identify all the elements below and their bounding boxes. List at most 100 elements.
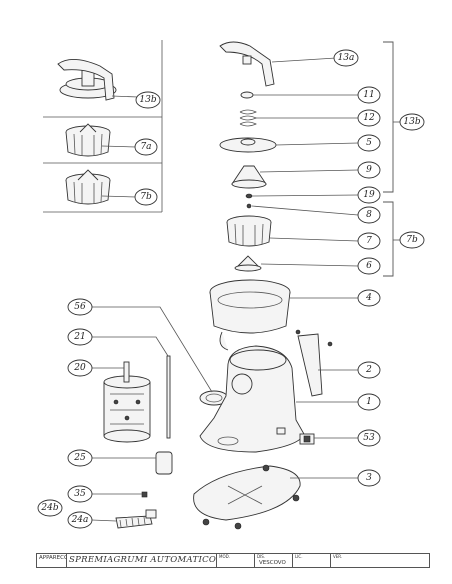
callout-bubble: [357, 429, 381, 447]
group-brace-13b: [383, 41, 402, 193]
callout-24b: 24b: [37, 499, 63, 517]
nut-11: [240, 91, 358, 99]
callout-label: 13a: [338, 53, 355, 63]
inset-reamer-cup-7a: [65, 123, 137, 157]
callout-bubble: [67, 298, 93, 316]
motor-20: [92, 361, 151, 443]
callout-bubble: [357, 289, 381, 307]
callout-label: 2: [365, 365, 372, 375]
spout-2: [295, 329, 358, 397]
label-dis: DIS.: [257, 554, 266, 559]
callout-bubble: [357, 257, 381, 275]
cone-9: [231, 165, 359, 189]
callout-12: 12: [357, 109, 381, 127]
callout-label: 11: [363, 90, 374, 100]
base-plate-3: [193, 464, 358, 530]
callout-13b-top: 13b: [135, 91, 161, 109]
callout-label: 7b: [140, 192, 152, 202]
callout-bubble: [67, 449, 93, 467]
label-mod: MOD.: [219, 554, 230, 559]
callout-label: 6: [366, 261, 372, 271]
callout-label: 5: [366, 138, 372, 148]
callout-25: 25: [67, 449, 93, 467]
callout-label: 7: [366, 236, 372, 246]
callout-bubble: [357, 232, 381, 250]
callout-7a: 7a: [134, 138, 158, 156]
callout-label: 1: [366, 397, 372, 407]
callout-label: 7a: [140, 142, 151, 152]
switch-53: [299, 433, 358, 445]
callout-6: 6: [357, 257, 381, 275]
callout-label: 20: [73, 363, 86, 373]
callout-label: 19: [363, 190, 375, 200]
reamer-cup-7: [226, 215, 359, 247]
spring-12: [239, 109, 358, 127]
callout-53: 53: [357, 429, 381, 447]
product-name: SPREMIAGRUMI AUTOMATICO SP 2072: [69, 554, 217, 567]
callout-56: 56: [67, 298, 93, 316]
callout-bubble: [399, 113, 425, 131]
callout-1: 1: [357, 393, 381, 411]
rod-21: [92, 336, 171, 439]
callout-2: 2: [357, 361, 381, 379]
inset-panel: [43, 40, 163, 213]
callout-bubble: [134, 188, 158, 206]
callout-label: 13b: [403, 117, 420, 127]
callout-13b-side: 13b: [399, 113, 425, 131]
callout-label: 56: [74, 302, 86, 312]
body-housing-1: [199, 345, 358, 453]
lic-cell: LIC.: [293, 554, 331, 567]
callout-label: 3: [366, 473, 372, 483]
group-brace-7b: [383, 201, 402, 277]
callout-label: 7b: [406, 235, 418, 245]
callout-bubble: [134, 138, 158, 156]
callout-35: 35: [67, 485, 93, 503]
callout-bubble: [357, 206, 381, 224]
callout-bubble: [357, 109, 381, 127]
callout-label: 12: [363, 113, 375, 123]
callout-label: 53: [363, 433, 375, 443]
inset-lever-assembly: [57, 59, 139, 101]
callout-4: 4: [357, 289, 381, 307]
callout-label: 8: [366, 210, 372, 220]
callout-bubble: [357, 393, 381, 411]
capacitor-25: [92, 451, 173, 475]
callout-label: 9: [366, 165, 372, 175]
cone-6: [234, 255, 359, 272]
callout-9: 9: [357, 161, 381, 179]
label-lic: LIC.: [295, 554, 303, 559]
callout-bubble: [357, 134, 381, 152]
callout-label: 25: [73, 453, 86, 463]
callout-11: 11: [357, 86, 381, 104]
filter-56: [92, 306, 229, 406]
callout-bubble: [357, 469, 381, 487]
callout-label: 4: [365, 293, 372, 303]
callout-bubble: [357, 86, 381, 104]
callout-bubble: [357, 361, 381, 379]
callout-bubble: [37, 499, 63, 517]
callout-13a: 13a: [333, 49, 359, 67]
brush-24: [91, 509, 157, 529]
callout-24a: 24a: [67, 511, 93, 529]
ver-cell: VER.: [331, 554, 429, 567]
callout-bubble: [67, 485, 93, 503]
callout-5: 5: [357, 134, 381, 152]
callout-label: 24b: [40, 503, 58, 513]
callout-bubble: [357, 186, 381, 204]
callout-20: 20: [67, 359, 93, 377]
juice-bowl-4: [209, 279, 358, 351]
label-ver: VER.: [333, 554, 343, 559]
pin-8: [246, 203, 359, 216]
title-block: APPARECCHIO SPREMIAGRUMI AUTOMATICO SP 2…: [36, 553, 430, 568]
callout-21: 21: [67, 328, 93, 346]
lever-13a: [219, 41, 337, 87]
screw-35: [92, 491, 148, 498]
callout-7b-inset: 7b: [134, 188, 158, 206]
callout-bubble: [333, 49, 359, 67]
callout-bubble: [399, 231, 425, 249]
callout-bubble: [67, 359, 93, 377]
title-label-apparecchio: APPARECCHIO: [37, 554, 67, 567]
callout-label: 13b: [139, 95, 156, 105]
